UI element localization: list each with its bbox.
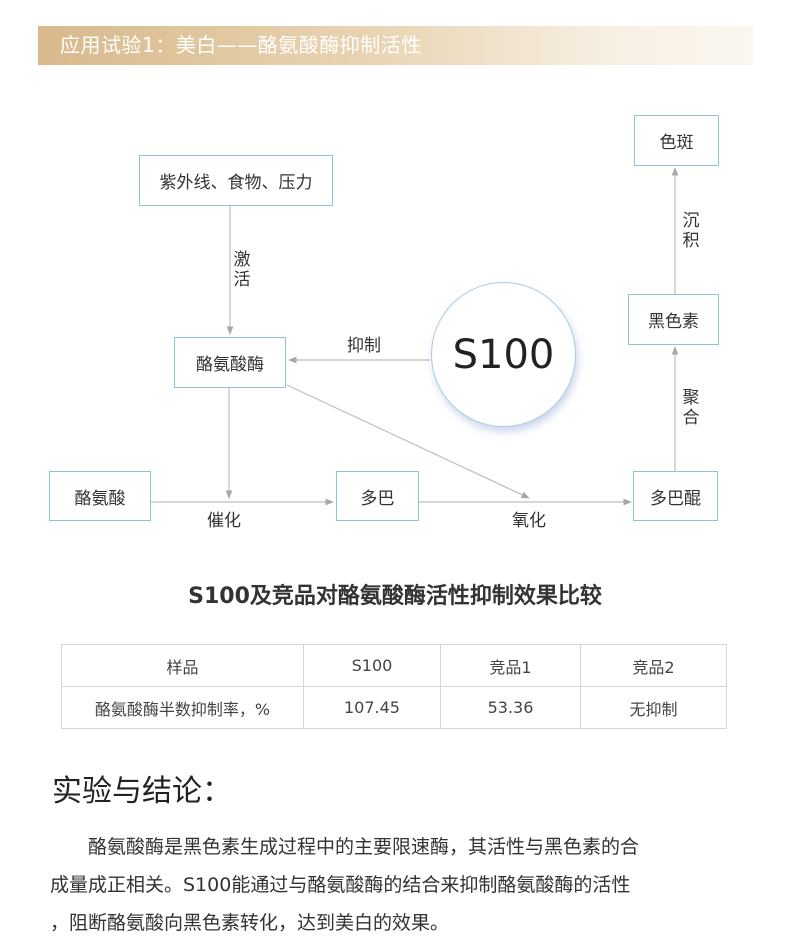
label-deposit: 沉积	[682, 211, 700, 251]
label-oxidize: 氧化	[512, 511, 546, 531]
node-color-spot: 色斑	[634, 115, 719, 166]
table-header-cell: 竞品1	[440, 644, 581, 687]
conclusion-paragraph: 酪氨酸酶是黑色素生成过程中的主要限速酶，其活性与黑色素的合 成量成正相关。S10…	[50, 828, 750, 942]
node-dopaquinone: 多巴醌	[633, 471, 718, 521]
section-banner: 应用试验1：美白——酪氨酸酶抑制活性	[38, 26, 753, 65]
table-header-cell: 竞品2	[580, 644, 727, 687]
table-cell: 酪氨酸酶半数抑制率，%	[61, 686, 304, 729]
node-tyrosine: 酪氨酸	[49, 471, 151, 521]
table-header-cell: S100	[303, 644, 441, 687]
conclusion-title: 实验与结论：	[52, 774, 232, 809]
conclusion-line: 成量成正相关。S100能通过与酪氨酸酶的结合来抑制酪氨酸酶的活性	[50, 874, 631, 896]
s100-circle: S100	[431, 282, 576, 427]
table-row: 酪氨酸酶半数抑制率，% 107.45 53.36 无抑制	[61, 686, 727, 729]
label-polymerize: 聚合	[682, 388, 700, 428]
node-tyrosinase: 酪氨酸酶	[174, 337, 286, 388]
node-uv-food-stress: 紫外线、食物、压力	[139, 155, 333, 206]
table-cell: 无抑制	[580, 686, 727, 729]
arrow-enzyme-oxidize	[286, 384, 530, 499]
node-melanin: 黑色素	[628, 294, 719, 345]
label-catalyze: 催化	[207, 511, 241, 531]
table-cell: 107.45	[303, 686, 441, 729]
conclusion-line: 酪氨酸酶是黑色素生成过程中的主要限速酶，其活性与黑色素的合	[50, 836, 640, 858]
table-header-row: 样品 S100 竞品1 竞品2	[61, 644, 727, 687]
comparison-title: S100及竞品对酪氨酸酶活性抑制效果比较	[188, 584, 602, 609]
label-inhibit: 抑制	[347, 336, 381, 356]
comparison-table: 样品 S100 竞品1 竞品2 酪氨酸酶半数抑制率，% 107.45 53.36…	[61, 644, 727, 729]
pathway-arrows	[151, 167, 679, 506]
table-header-cell: 样品	[61, 644, 304, 687]
table-cell: 53.36	[440, 686, 581, 729]
banner-title: 应用试验1：美白——酪氨酸酶抑制活性	[60, 33, 422, 57]
label-activate: 激活	[233, 250, 251, 290]
conclusion-line: ，阻断酪氨酸向黑色素转化，达到美白的效果。	[50, 912, 450, 934]
node-dopa: 多巴	[336, 471, 419, 521]
